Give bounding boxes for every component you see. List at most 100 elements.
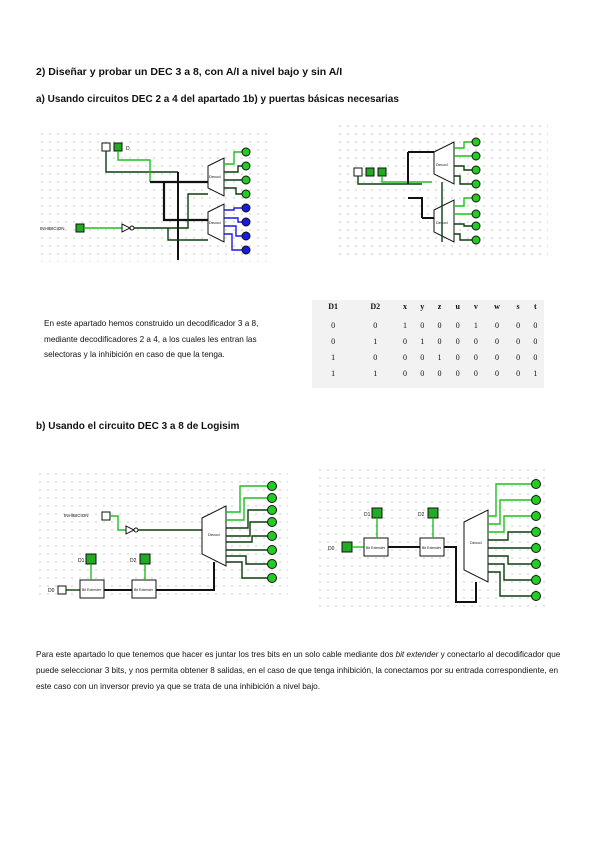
table-header-cell: u xyxy=(455,302,460,311)
table-cell: 1 xyxy=(373,368,378,378)
input-pin[interactable] xyxy=(113,142,123,152)
section-heading: 2) Diseñar y probar un DEC 3 a 8, con A/… xyxy=(36,66,343,78)
input-pin[interactable] xyxy=(101,142,111,152)
table-cell: 0 xyxy=(437,336,442,346)
led-output xyxy=(531,591,541,601)
table-cell: 0 xyxy=(455,320,460,330)
input-pin[interactable] xyxy=(365,167,375,177)
table-cell: 0 xyxy=(533,352,538,362)
subsection-b-heading: b) Usando el circuito DEC 3 a 8 de Logis… xyxy=(36,421,240,432)
svg-text:Decod: Decod xyxy=(209,220,221,225)
table-cell: 0 xyxy=(437,320,442,330)
table-cell: 1 xyxy=(402,320,407,330)
circuit-b1-svg: INHIBICION Decod D1 D2 D0 Bit Extender B… xyxy=(48,481,277,599)
table-cell: 0 xyxy=(455,368,460,378)
circuit-b2-svg: D1 D2 D0 Bit Extender Bit Extender Decod xyxy=(328,479,541,603)
table-header-cell: D2 xyxy=(370,302,381,311)
svg-text:D2: D2 xyxy=(130,558,137,564)
led-output xyxy=(531,479,541,489)
table-cell: 1 xyxy=(533,368,538,378)
circuit-diagram-b1: INHIBICION Decod D1 D2 D0 Bit Extender B… xyxy=(36,470,288,600)
input-pin[interactable] xyxy=(85,553,97,565)
inhib-label: INHIBICION xyxy=(40,226,65,231)
led-output xyxy=(267,481,277,491)
led-output xyxy=(241,189,251,199)
table-cell: 0 xyxy=(331,320,336,330)
input-pin[interactable] xyxy=(353,167,363,177)
table-header-cell: x xyxy=(402,302,407,311)
table-cell: 0 xyxy=(495,352,499,362)
input-pin[interactable] xyxy=(139,553,151,565)
table-cell: 1 xyxy=(473,320,478,330)
led-output xyxy=(267,493,277,503)
table-cell: 0 xyxy=(516,352,521,362)
led-output xyxy=(267,559,277,569)
table-header-cell: w xyxy=(494,302,500,311)
table-header-cell: v xyxy=(473,302,478,311)
led-output xyxy=(471,235,481,245)
decoder-block xyxy=(433,141,455,185)
input-pin[interactable] xyxy=(427,507,439,519)
table-cell: 0 xyxy=(402,336,407,346)
input-pin[interactable] xyxy=(341,541,353,553)
subsection-a-heading: a) Usando circuitos DEC 2 a 4 del aparta… xyxy=(36,94,399,105)
svg-text:INHIBICION: INHIBICION xyxy=(64,513,89,518)
table-cell: 0 xyxy=(533,320,538,330)
decoder-block xyxy=(463,509,489,583)
table-cell: 0 xyxy=(473,352,478,362)
led-output xyxy=(471,193,481,203)
table-cell: 0 xyxy=(437,368,442,378)
table-cell: 0 xyxy=(402,368,407,378)
led-output xyxy=(267,531,277,541)
table-cell: 0 xyxy=(516,368,521,378)
decoder-block xyxy=(207,157,225,197)
table-cell: 0 xyxy=(455,336,460,346)
svg-text:Decod: Decod xyxy=(208,532,220,537)
table-cell: 0 xyxy=(331,336,336,346)
pin-label: D xyxy=(126,146,130,152)
table-cell: 1 xyxy=(420,336,425,346)
led-output xyxy=(531,575,541,585)
inhib-pin[interactable] xyxy=(75,223,85,233)
svg-text:D2: D2 xyxy=(418,512,425,518)
svg-text:Bit Extender: Bit Extender xyxy=(366,546,386,550)
decoder-block xyxy=(433,199,455,243)
led-output xyxy=(267,545,277,555)
led-output xyxy=(471,151,481,161)
led-output xyxy=(241,161,251,171)
circuit-diagram-b2: D1 D2 D0 Bit Extender Bit Extender Decod xyxy=(316,466,548,612)
led-output xyxy=(531,543,541,553)
svg-text:Decod: Decod xyxy=(470,540,482,545)
table-cell: 1 xyxy=(373,336,378,346)
paragraph-b: Para este apartado lo que tenemos que ha… xyxy=(36,650,561,691)
led-output xyxy=(531,559,541,569)
table-header-cell: y xyxy=(420,302,425,311)
inhib-pin[interactable] xyxy=(101,511,111,521)
table-cell: 0 xyxy=(473,336,478,346)
led-output xyxy=(267,573,277,583)
circuit-a1-svg: D INHIBICION Decod Decod xyxy=(40,142,251,260)
table-cell: 0 xyxy=(495,320,499,330)
led-output xyxy=(267,505,277,515)
led-output xyxy=(241,147,251,157)
not-gate xyxy=(121,223,132,233)
input-pin[interactable] xyxy=(377,167,387,177)
svg-text:Decod: Decod xyxy=(209,174,221,179)
svg-text:D0: D0 xyxy=(328,546,335,552)
svg-text:Bit Extender: Bit Extender xyxy=(422,546,442,550)
input-pin[interactable] xyxy=(57,585,67,595)
table-cell: 0 xyxy=(420,352,425,362)
table-cell: 1 xyxy=(331,368,336,378)
table-header-cell: z xyxy=(437,302,442,311)
led-output xyxy=(471,209,481,219)
svg-text:Bit Extender: Bit Extender xyxy=(82,588,102,592)
circuit-diagram-a1: D INHIBICION Decod Decod xyxy=(38,130,270,262)
table-cell: 0 xyxy=(533,336,538,346)
led-output xyxy=(471,221,481,231)
svg-text:D0: D0 xyxy=(48,588,55,594)
input-pin[interactable] xyxy=(371,507,383,519)
